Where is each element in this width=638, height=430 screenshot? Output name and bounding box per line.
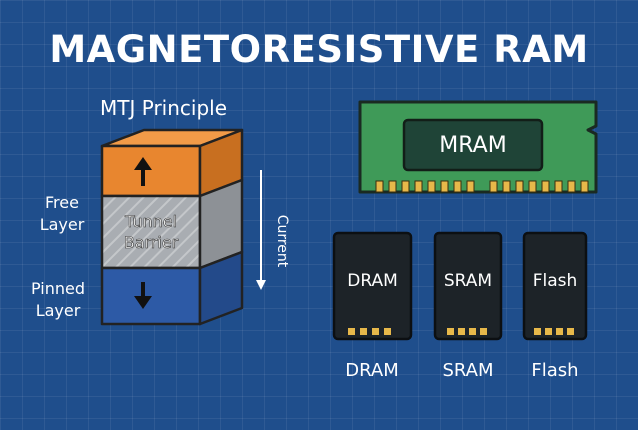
mram-label: MRAM: [439, 133, 507, 158]
mram-module: [358, 100, 598, 194]
tunnel-barrier: [100, 194, 202, 270]
dram-chip: [332, 231, 413, 341]
pinned-layer-label: Pinned Layer: [30, 279, 86, 320]
free-layer: [100, 144, 202, 198]
module-contacts: [375, 180, 589, 193]
free-layer-label: Free Layer: [39, 193, 85, 234]
up-arrow-icon: [134, 157, 152, 186]
mtj-stack: [100, 128, 244, 326]
flash-chip: [522, 231, 588, 341]
tunnel-barrier-label: Tunnel Barrier: [123, 212, 179, 253]
dram-chip-label: DRAM: [347, 271, 398, 291]
page-title: MAGNETORESISTIVE RAM: [49, 28, 589, 71]
down-arrow-icon: [134, 282, 152, 309]
current-arrow-icon: [256, 170, 266, 290]
sram-chip-label: SRAM: [443, 271, 493, 291]
mtj-heading: MTJ Principle: [100, 96, 228, 120]
sram-chip: [433, 231, 503, 341]
current-label: Current: [274, 214, 290, 268]
flash-chip-label: Flash: [532, 271, 578, 291]
flash-caption: Flash: [531, 360, 579, 381]
dram-caption: DRAM: [345, 360, 399, 381]
sram-caption: SRAM: [442, 360, 494, 381]
